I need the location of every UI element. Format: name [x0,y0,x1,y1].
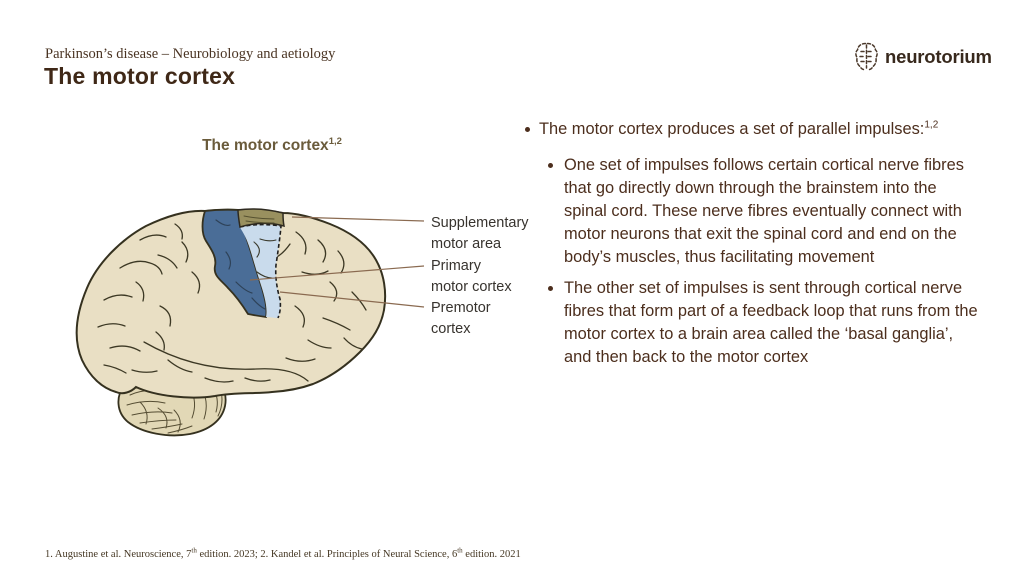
sulci-lines [97,223,367,383]
brain-diagram [75,208,425,437]
brain-icon [855,42,878,71]
bullet-text: The motor cortex produces a set of paral… [539,120,925,138]
sma-lines [243,215,275,224]
bullet-dot [548,163,553,168]
leader-line-premotor [279,291,425,308]
premotor-dashed-border [239,223,282,319]
page-title: The motor cortex [44,63,236,89]
bullet-list: The motor cortex produces a set of paral… [522,118,978,369]
bullet-dot [525,127,530,132]
premotor-cortex-region [240,224,281,318]
label-line: Supplementary [431,215,529,231]
figure-heading: The motor cortex1,2 [122,136,422,155]
sub-bullet-item: The other set of impulses is sent throug… [542,277,978,369]
label-line: cortex [431,321,471,337]
label-line: Premotor [431,300,491,316]
sub-bullet-item: One set of impulses follows certain cort… [542,154,978,269]
sub-bullet-text: One set of impulses follows certain cort… [564,156,964,266]
footnote-text: 1. Augustine et al. Neuroscience, 7 [45,549,192,560]
label-line: Primary [431,258,481,274]
figure-heading-text: The motor cortex [202,137,329,155]
leader-line-supplementary [291,216,425,222]
footnote-sup: th [457,546,463,555]
sub-bullet-text: The other set of impulses is sent throug… [564,279,978,366]
footnote-text: edition. 2023; 2. Kandel et al. Principl… [196,549,458,560]
label-premotor-cortex: Premotor cortex [431,298,491,340]
footnote-text: edition. 2021 [462,549,521,560]
brand-logo: neurotorium [853,41,992,72]
bullet-refs: 1,2 [924,119,939,131]
brand-wordmark: neurotorium [885,45,992,67]
label-supplementary-motor-area: Supplementary motor area [431,213,529,255]
footnote: 1. Augustine et al. Neuroscience, 7th ed… [45,546,521,560]
leader-lines [249,216,425,308]
footnote-sup: th [191,546,197,555]
leader-line-primary [249,265,425,281]
bullet-dot [548,286,553,291]
figure-heading-refs: 1,2 [328,136,342,147]
label-primary-motor-cortex: Primary motor cortex [431,256,512,298]
breadcrumb: Parkinson’s disease – Neurobiology and a… [45,46,336,62]
primary-motor-sulci [215,219,266,310]
label-line: motor cortex [431,279,512,295]
label-line: motor area [431,236,502,252]
bullet-item: The motor cortex produces a set of paral… [522,118,978,141]
